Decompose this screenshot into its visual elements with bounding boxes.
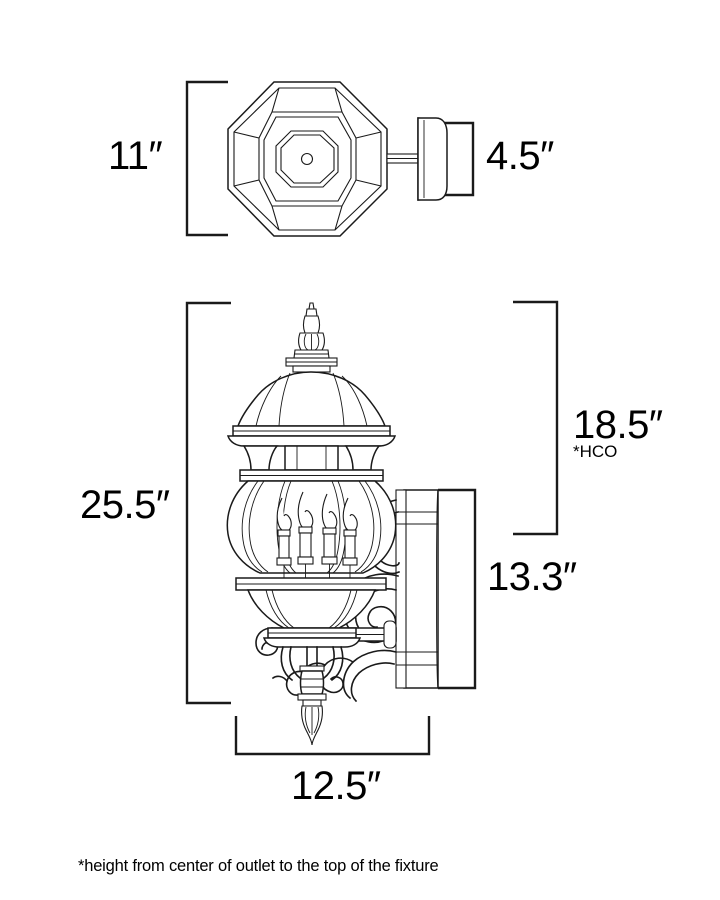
dimension-label-12-5in: 12.5″ xyxy=(291,764,381,808)
top-finial xyxy=(293,302,330,359)
dimension-bracket-25-5in xyxy=(185,301,231,705)
top-view-wall-plate xyxy=(386,117,448,201)
dimension-bracket-12-5in xyxy=(234,716,431,756)
side-view-wall-plate xyxy=(395,489,439,689)
dimension-bracket-18-5in xyxy=(513,300,559,536)
dimension-label-4-5in: 4.5″ xyxy=(486,134,554,178)
dimension-note-hco: *HCO xyxy=(573,442,618,461)
dimension-label-25-5in: 25.5″ xyxy=(80,483,170,527)
dimension-label-18-5in: 18.5″ xyxy=(573,403,663,447)
dimension-label-13-3in: 13.3″ xyxy=(487,555,577,599)
dimension-bracket-4-5in xyxy=(436,121,475,197)
side-view-lantern xyxy=(226,302,397,746)
dimension-bracket-11in xyxy=(185,80,228,237)
dimension-label-11in: 11″ xyxy=(108,134,163,178)
candle-cluster xyxy=(276,491,358,578)
footnote-text: *height from center of outlet to the top… xyxy=(78,857,439,875)
dimension-bracket-13-3in xyxy=(438,488,477,690)
top-view-octagon xyxy=(227,81,388,237)
